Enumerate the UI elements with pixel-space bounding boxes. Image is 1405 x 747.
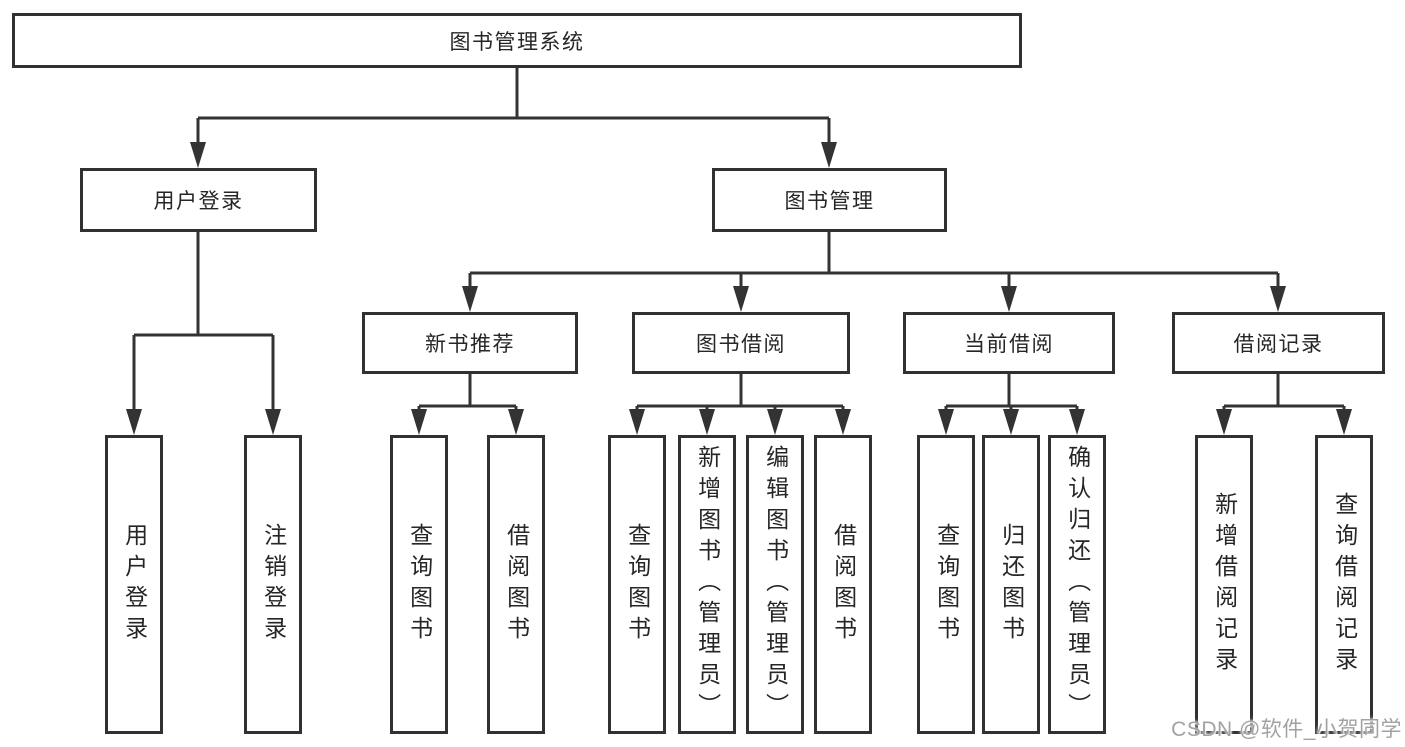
node-borrowing-records-label: 借阅记录 <box>1233 333 1324 356</box>
leaf-bb-query-books: 查询图书 <box>608 435 666 734</box>
leaf-bb-query-books-label: 查询图书 <box>624 522 651 647</box>
leaf-cb-query-books-label: 查询图书 <box>933 522 960 647</box>
node-root: 图书管理系统 <box>12 13 1022 68</box>
node-user-login: 用户登录 <box>80 168 317 232</box>
leaf-bb-edit-books-admin: 编辑图书（管理员） <box>746 435 804 734</box>
leaf-rec-query-books: 查询图书 <box>390 435 448 734</box>
leaf-cb-return-books-label: 归还图书 <box>998 522 1025 647</box>
tree-edges <box>132 68 1346 428</box>
leaf-cb-return-books: 归还图书 <box>982 435 1040 734</box>
leaf-user-login: 用户登录 <box>105 435 163 734</box>
node-book-borrowing: 图书借阅 <box>632 312 850 374</box>
csdn-watermark: CSDN @软件_小贺同学 <box>1171 718 1402 741</box>
leaf-logout-label: 注销登录 <box>260 522 287 647</box>
node-book-management: 图书管理 <box>712 168 947 232</box>
node-current-borrowing: 当前借阅 <box>903 312 1115 374</box>
node-book-management-label: 图书管理 <box>784 190 875 213</box>
leaf-user-login-label: 用户登录 <box>121 522 148 647</box>
leaf-bb-edit-books-admin-label: 编辑图书（管理员） <box>762 445 789 724</box>
leaf-rec-borrow-books: 借阅图书 <box>487 435 545 734</box>
leaf-bb-add-books-admin: 新增图书（管理员） <box>678 435 736 734</box>
node-user-login-label: 用户登录 <box>153 190 244 213</box>
node-new-book-recommendation: 新书推荐 <box>362 312 578 374</box>
leaf-logout: 注销登录 <box>244 435 302 734</box>
leaf-bb-add-books-admin-label: 新增图书（管理员） <box>694 445 721 724</box>
arrowheads <box>126 142 1352 435</box>
leaf-br-add-record: 新增借阅记录 <box>1195 435 1253 734</box>
node-current-borrowing-label: 当前借阅 <box>964 333 1054 356</box>
leaf-br-query-record: 查询借阅记录 <box>1315 435 1373 734</box>
leaf-br-add-record-label: 新增借阅记录 <box>1211 491 1238 678</box>
leaf-br-query-record-label: 查询借阅记录 <box>1331 491 1358 678</box>
node-borrowing-records: 借阅记录 <box>1172 312 1385 374</box>
leaf-bb-borrow-books: 借阅图书 <box>814 435 872 734</box>
leaf-rec-query-books-label: 查询图书 <box>406 522 433 647</box>
node-root-label: 图书管理系统 <box>449 30 585 54</box>
leaf-cb-query-books: 查询图书 <box>917 435 975 734</box>
leaf-rec-borrow-books-label: 借阅图书 <box>503 522 530 647</box>
leaf-cb-confirm-return-admin: 确认归还（管理员） <box>1048 435 1106 734</box>
node-book-borrowing-label: 图书借阅 <box>696 333 786 356</box>
leaf-cb-confirm-return-admin-label: 确认归还（管理员） <box>1064 445 1091 724</box>
node-new-book-recommendation-label: 新书推荐 <box>425 333 515 356</box>
leaf-bb-borrow-books-label: 借阅图书 <box>830 522 857 647</box>
